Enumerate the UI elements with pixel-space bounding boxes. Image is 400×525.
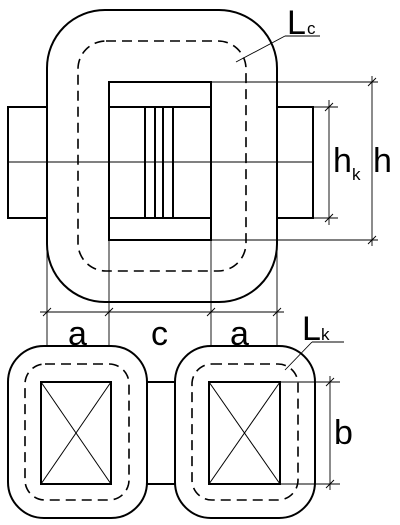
coil-right-dashed <box>191 363 299 501</box>
label-h: h <box>373 142 392 180</box>
coil-right-outer <box>174 345 316 519</box>
tick-a-right <box>272 307 282 317</box>
core-mean-path-dashed <box>77 40 247 272</box>
bottom-view: b L k <box>7 310 353 519</box>
leader-lk <box>284 341 313 371</box>
coil-right-cross-2 <box>208 381 281 485</box>
coil-right-core <box>208 381 281 485</box>
label-a-right: a <box>230 315 249 353</box>
label-lc-sub: c <box>307 19 316 38</box>
coil-left-cross-2 <box>40 381 112 485</box>
coil-left-outer <box>7 345 148 519</box>
tick-a-left <box>42 307 52 317</box>
coil-left-core <box>40 381 112 485</box>
core-window <box>108 81 212 241</box>
tick-h-top <box>367 77 377 87</box>
tick-c-a <box>206 307 216 317</box>
label-a-left: a <box>68 315 87 353</box>
label-b: b <box>334 414 353 452</box>
label-hk-main: h <box>333 142 352 180</box>
label-c: c <box>151 315 168 353</box>
tick-h-bottom <box>367 235 377 245</box>
label-lk-sub: k <box>321 325 330 344</box>
label-hk-sub: k <box>352 165 361 184</box>
label-lc-main: L <box>287 4 306 42</box>
label-lk-main: L <box>302 310 321 348</box>
tick-b-bottom <box>325 479 335 489</box>
tick-hk-bottom <box>324 213 334 223</box>
projection-lines: a c a <box>40 240 284 353</box>
tick-b-top <box>325 377 335 387</box>
tick-hk-top <box>324 102 334 112</box>
leader-lc <box>235 35 286 63</box>
top-view: L c h k h <box>7 4 392 303</box>
coil-left-dashed <box>24 363 130 501</box>
core-bridge <box>146 381 176 485</box>
tick-a-c <box>104 307 114 317</box>
